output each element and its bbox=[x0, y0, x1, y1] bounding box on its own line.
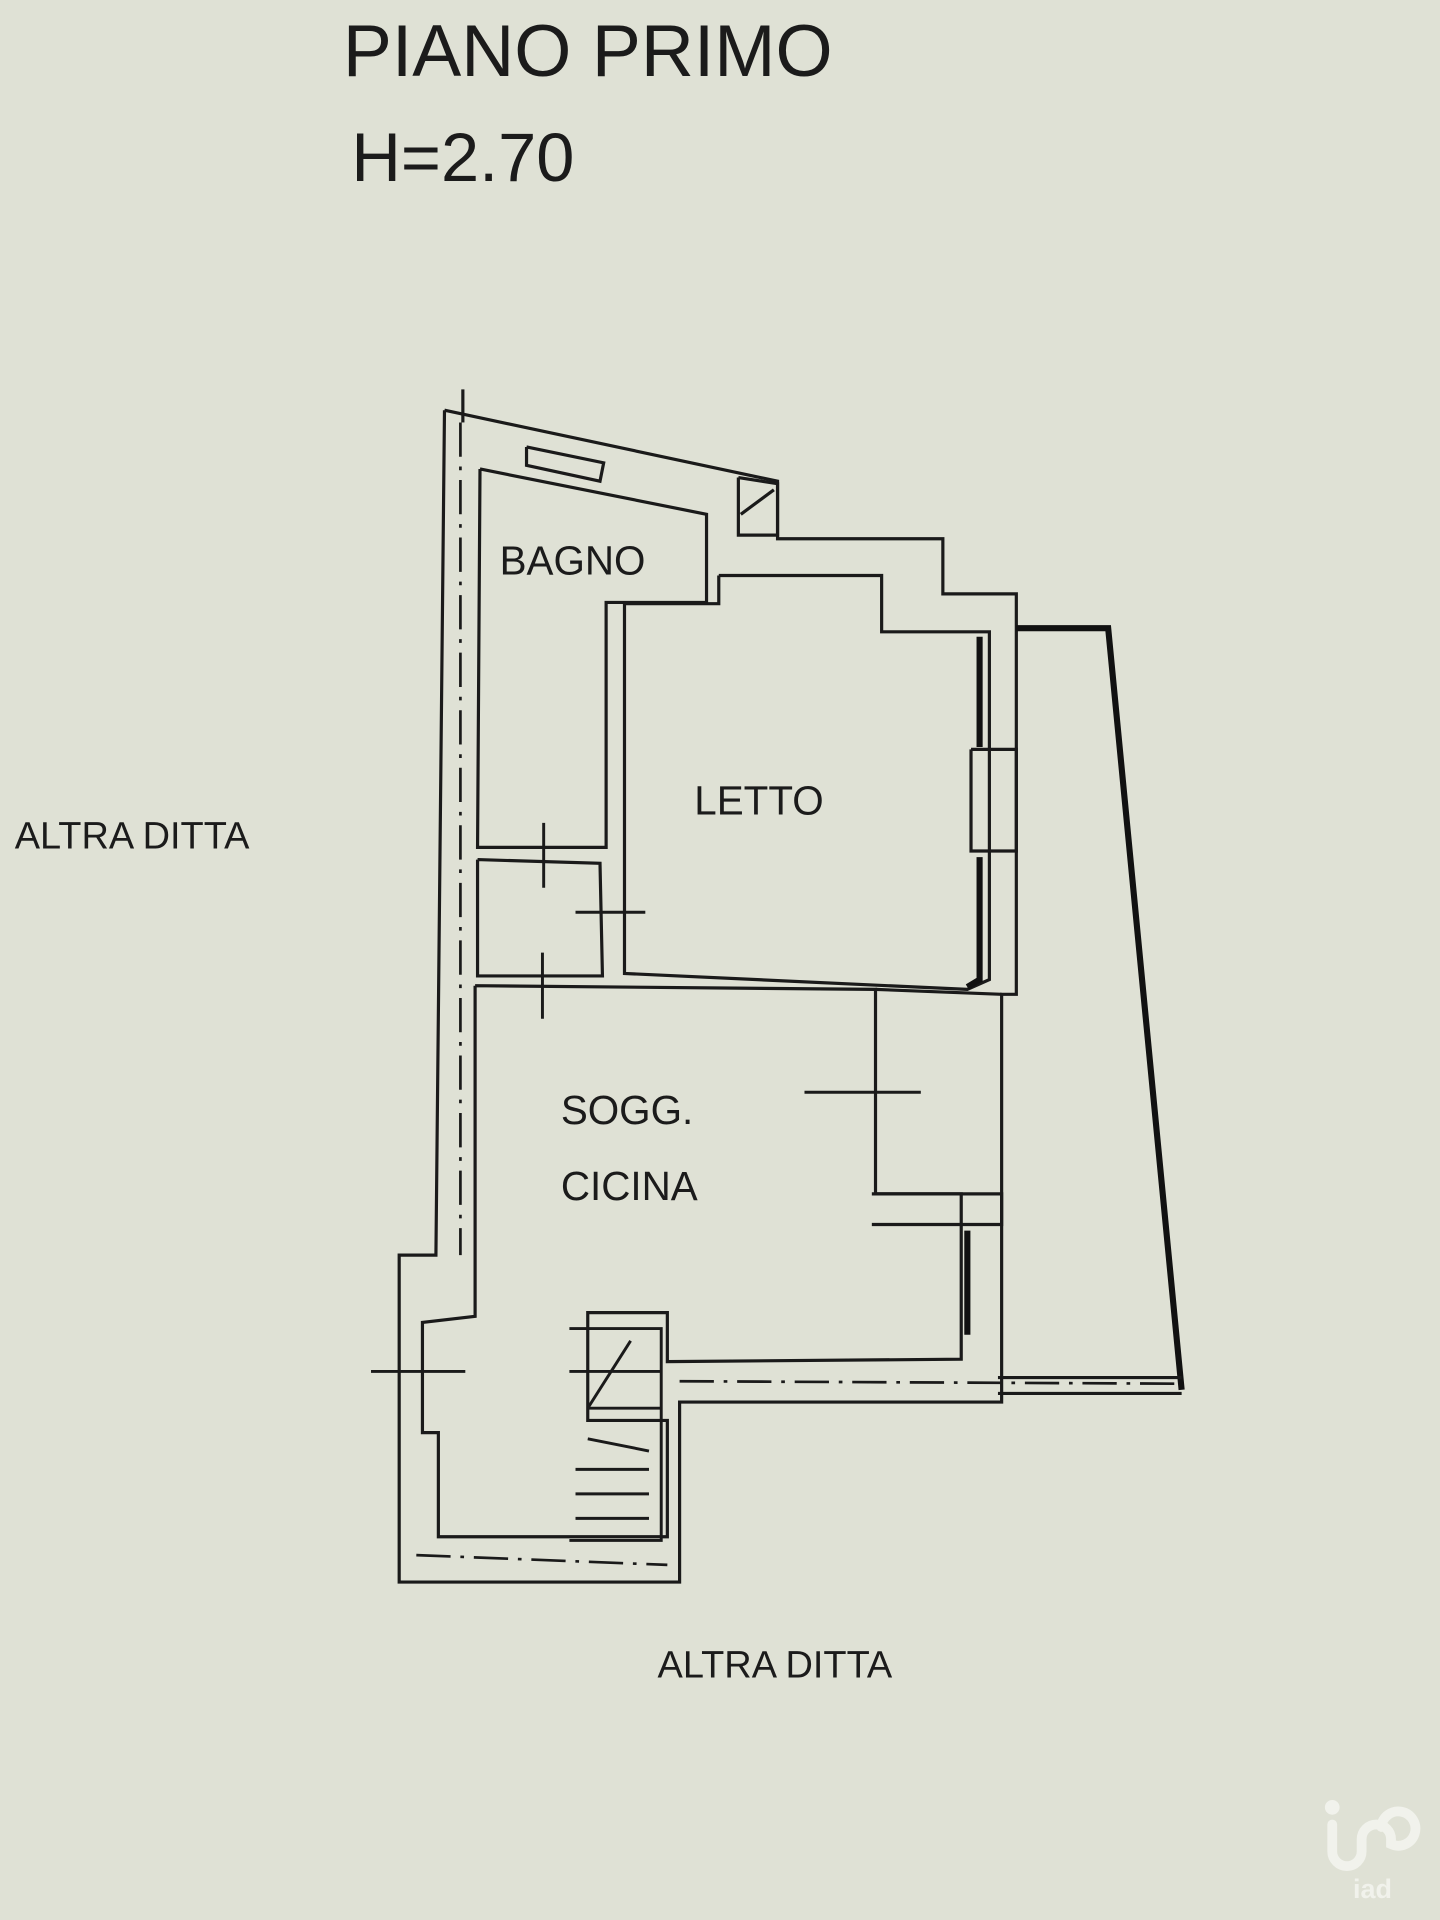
room-label-letto: LETTO bbox=[694, 777, 823, 823]
neighbor-label-bottom: ALTRA DITTA bbox=[658, 1645, 893, 1687]
staircase bbox=[569, 1327, 663, 1542]
room-label-bagno: BAGNO bbox=[500, 537, 646, 583]
structural-axes bbox=[416, 422, 1176, 1567]
neighbor-label-left: ALTRA DITTA bbox=[15, 816, 250, 858]
ceiling-height: H=2.70 bbox=[351, 119, 574, 196]
inner-walls bbox=[420, 445, 1018, 1539]
room-label-cucina: CICINA bbox=[561, 1163, 698, 1209]
room-label-soggiorno: SOGG. bbox=[561, 1087, 693, 1133]
terrace bbox=[997, 625, 1185, 1396]
iad-logo: iad bbox=[1324, 1800, 1421, 1904]
iad-logo-text: iad bbox=[1353, 1874, 1392, 1904]
plan-title: PIANO PRIMO bbox=[343, 9, 833, 92]
door-markers bbox=[371, 822, 921, 1373]
